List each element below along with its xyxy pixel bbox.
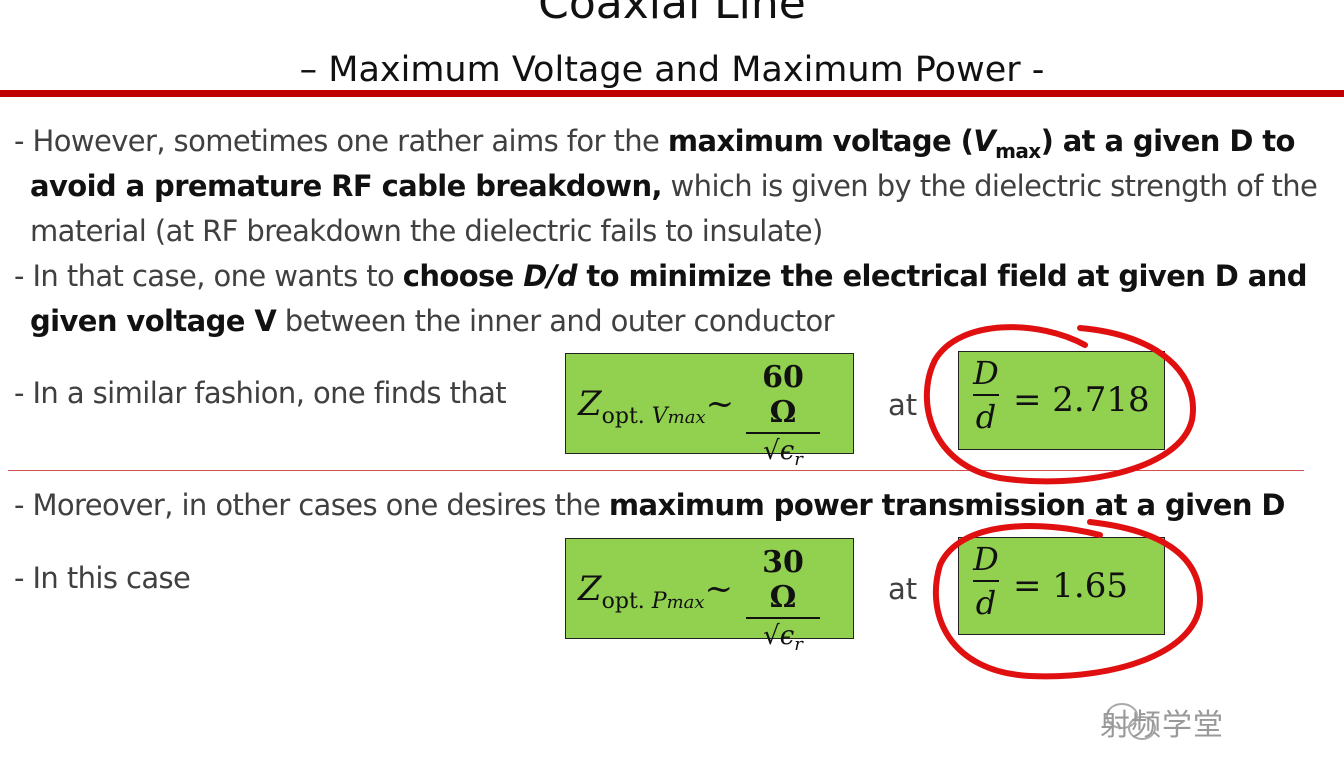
title-divider [0,90,1344,97]
bold-text: avoid a premature RF cable breakdown, [30,169,663,203]
numerator: 30 Ω [762,545,804,615]
at-label: at [888,388,918,422]
text: - In a similar fashion, one finds that [14,376,507,410]
slide-title: Coaxial Line [538,0,806,29]
denominator: √ϵr [746,621,820,655]
bullet-line: - In this case [14,561,191,595]
impedance-symbol: Zopt. Vmax~ [578,384,734,429]
bold-text: choose [402,259,524,293]
text: - In that case, one wants to [14,259,403,293]
ratio-value: = 1.65 [1013,566,1128,606]
bullet-line: given voltage V between the inner and ou… [30,304,835,338]
z: Z [578,384,602,424]
bold-text: ) at a given D to [1040,124,1296,158]
ratio-den: d [975,398,997,436]
sub-var: P [651,588,667,614]
wechat-logo-icon [1106,703,1156,740]
numerator: 60 Ω [762,360,804,430]
tilde: ~ [704,569,734,609]
bold-text: given voltage V [30,304,277,338]
bold-text: to minimize the electrical field at give… [576,259,1307,293]
section-divider [8,470,1304,471]
text: material (at RF breakdown the dielectric… [30,214,823,248]
text: which is given by the dielectric strengt… [661,169,1318,203]
fraction-bar [746,617,820,619]
at-label: at [888,572,918,606]
bullet-line: - However, sometimes one rather aims for… [14,124,1295,163]
red-circle-annotation [933,519,1204,680]
fraction: 30 Ω √ϵr [746,545,820,655]
slide-subtitle: – Maximum Voltage and Maximum Power - [299,50,1045,90]
sub-var: max [667,406,706,428]
den: √ϵ [763,621,795,651]
text: - However, sometimes one rather aims for… [14,124,668,158]
fraction-bar [973,394,999,396]
text: - Moreover, in other cases one desires t… [14,488,609,522]
ratio-num: D [973,540,999,578]
bold-text: V [973,124,996,158]
bold-text: maximum voltage ( [667,124,974,158]
den: √ϵ [763,436,795,466]
sub-var: max [666,591,705,613]
bold-text: max [995,138,1041,163]
bold-text: maximum power transmission at a given D [608,488,1286,522]
bold-text: D/d [523,259,577,293]
sub-var: V [651,403,668,429]
bullet-line: - Moreover, in other cases one desires t… [14,488,1285,522]
z: Z [578,569,602,609]
den-sub: r [794,634,803,656]
fraction-bar [746,432,820,434]
text: - In this case [14,561,191,595]
ratio-value: = 2.718 [1013,380,1150,420]
bullet-line: material (at RF breakdown the dielectric… [30,214,823,248]
den-sub: r [794,449,803,471]
bullet-line: avoid a premature RF cable breakdown, wh… [30,169,1318,203]
denominator: √ϵr [746,436,820,470]
bullet-line: - In a similar fashion, one finds that [14,376,507,410]
impedance-formula-box: Zopt. Vmax~ 60 Ω √ϵr [565,353,854,470]
impedance-symbol: Zopt. Pmax~ [578,569,733,614]
text: between the inner and outer conductor [276,304,835,338]
red-circle-annotation [923,324,1196,485]
ratio-num: D [973,354,999,392]
sub: opt. [601,588,652,614]
fraction: 60 Ω √ϵr [746,360,820,470]
watermark: 射频学堂 [1100,709,1224,742]
tilde: ~ [705,384,735,424]
fraction-bar [973,580,999,582]
ratio-den: d [975,584,997,622]
sub: opt. [601,403,652,429]
bullet-line: - In that case, one wants to choose D/d … [14,259,1308,293]
impedance-formula-box: Zopt. Pmax~ 30 Ω √ϵr [565,538,854,655]
